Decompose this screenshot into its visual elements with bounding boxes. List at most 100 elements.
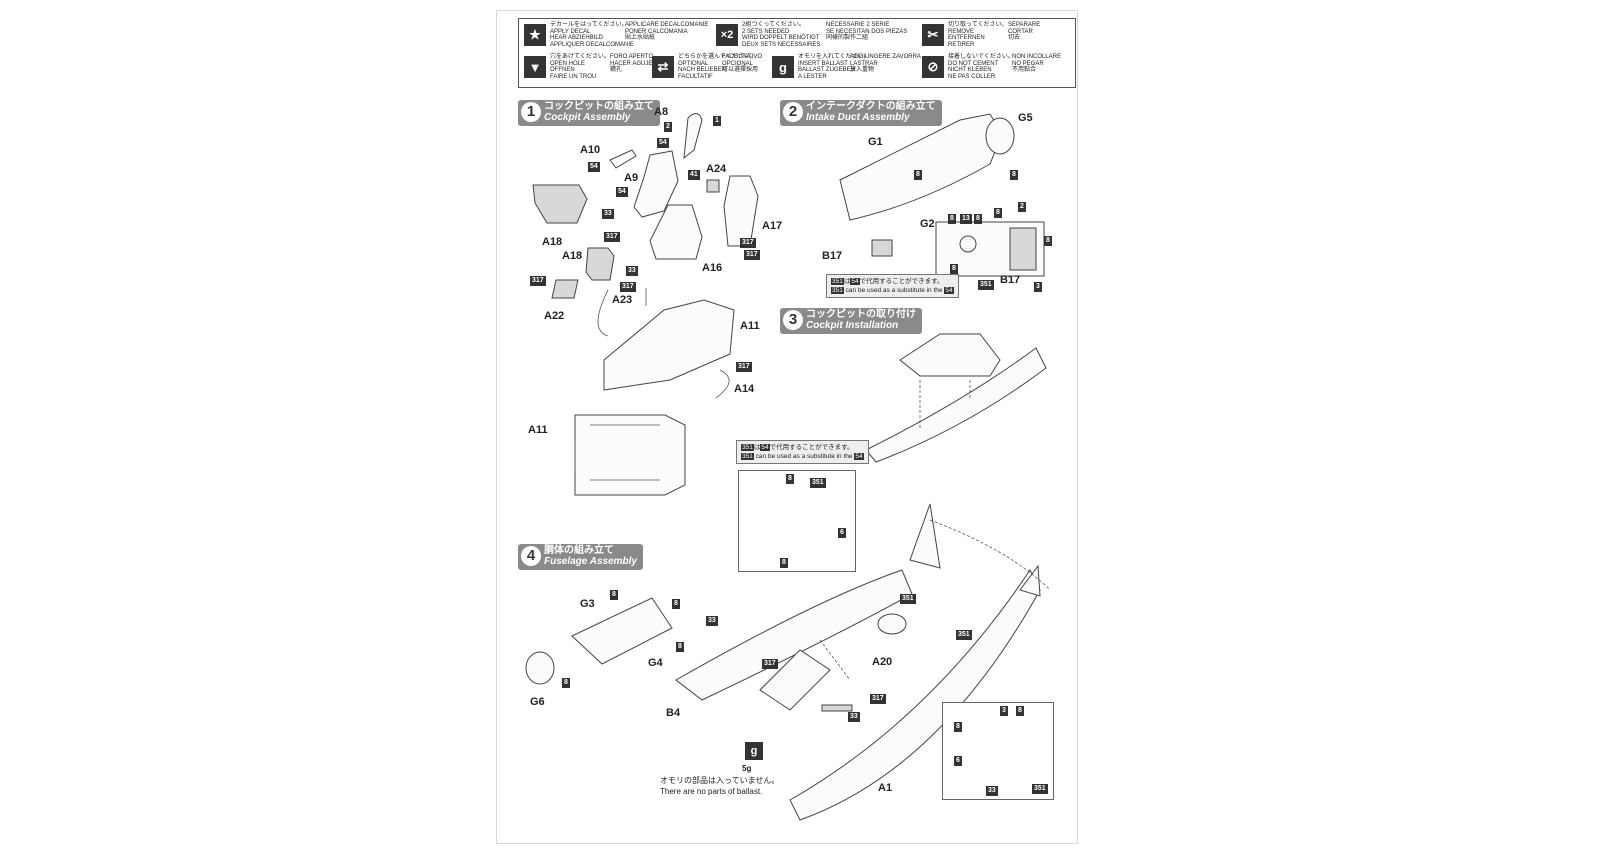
cockpit-detail-inset <box>738 470 856 572</box>
step-number: 4 <box>521 546 541 566</box>
part-label-g1: G1 <box>868 136 883 148</box>
ballast-note-jp: オモリの部品は入っていません。 <box>660 776 780 785</box>
part-number-tag: 8 <box>562 678 570 688</box>
legend-decal-text: デカールをはってください。 APPLY DECAL HEAR ABZIEHBIL… <box>550 22 635 48</box>
part-label-a17: A17 <box>762 220 783 232</box>
part-number-tag: 54 <box>616 187 628 197</box>
part-number-tag: 317 <box>762 659 778 669</box>
part-number-tag: 8 <box>994 208 1002 218</box>
part-number-tag: 317 <box>604 232 620 242</box>
part-number-tag: 33 <box>626 266 638 276</box>
duct-insert-drawing <box>1009 227 1037 271</box>
step-title-jp: コックピットの組み立て <box>544 101 654 112</box>
pilot-a9-drawing <box>633 150 679 218</box>
part-number-tag: 317 <box>620 282 636 292</box>
step-title-en: Cockpit Installation <box>806 320 899 331</box>
fuselage-front-drawing <box>865 347 1047 463</box>
part-number-tag: 351 <box>956 630 972 640</box>
ballast-icon: g <box>745 742 763 760</box>
tail-fin-drawing <box>909 503 941 569</box>
part-number-tag: 351 <box>1032 784 1048 794</box>
legend-decal-text2: APPLICARE DECALCOMANIE PONER CALCOMANIA … <box>625 22 709 42</box>
part-label-b17: B17 <box>822 250 843 262</box>
part-number-tag: 33 <box>986 786 998 796</box>
part-number-tag: 317 <box>736 362 752 372</box>
part-number-tag: 33 <box>706 616 718 626</box>
seatback-a17-drawing <box>723 175 759 247</box>
legend-remove-text: 切り取ってください。 REMOVE ENTFERNEN RETIRER <box>948 22 1008 48</box>
panel-a18b-drawing <box>585 247 615 281</box>
part-number-tag: 41 <box>688 170 700 180</box>
part-number-tag: 8 <box>1016 706 1024 716</box>
part-number-tag: 8 <box>954 722 962 732</box>
part-tag: 351 <box>741 444 754 451</box>
part-label-a22: A22 <box>544 310 565 322</box>
part-number-tag: 8 <box>676 642 684 652</box>
part-tag: 54 <box>944 287 954 294</box>
intake-duct-g1-g2-drawing <box>839 113 1003 221</box>
part-number-tag: 54 <box>588 162 600 172</box>
assembly-guide-lines <box>819 519 1051 681</box>
part-label-g5: G5 <box>1018 112 1033 124</box>
legend-x2-text2: NECESSARIE 2 SERIE SE NECESITAN DOS PIEZ… <box>826 22 908 42</box>
legend-ballast-text2: AGGIUNGERE ZAVORRA LASTRAR 放入重物 <box>850 54 921 74</box>
symbol-legend <box>518 18 1076 88</box>
legend-hole-text2: FORO APERTO HACER AGUJERO 鑽孔 <box>610 54 662 74</box>
part-label-a18b: A18 <box>562 250 583 262</box>
part-label-a14: A14 <box>734 383 755 395</box>
part-tag: 351 <box>831 278 844 285</box>
part-number-tag: 317 <box>870 694 886 704</box>
ballast-weight: 5g <box>742 764 752 773</box>
part-number-tag: 317 <box>530 276 546 286</box>
step-title-en: Cockpit Assembly <box>544 112 631 123</box>
cut-remove-icon: ✂ <box>922 24 944 46</box>
step-number: 2 <box>783 102 803 122</box>
step-title-jp: 胴体の組み立て <box>544 545 614 556</box>
part-number-tag: 6 <box>838 528 846 538</box>
panel-a22-drawing <box>551 279 579 299</box>
step-number: 1 <box>521 102 541 122</box>
part-number-tag: 8 <box>780 558 788 568</box>
part-number-tag: 8 <box>786 474 794 484</box>
part-label-a11b: A11 <box>528 424 548 436</box>
part-number-tag: 8 <box>672 599 680 609</box>
part-label-a1: A1 <box>878 782 893 794</box>
tub-detail-lines <box>574 424 660 481</box>
part-label-a9: A9 <box>624 172 639 184</box>
part-number-tag: 3 <box>1000 706 1008 716</box>
step-3-header: 3 コックピットの取り付け Cockpit Installation <box>780 308 922 334</box>
part-number-tag: 8 <box>1044 236 1052 246</box>
stick-a10-drawing <box>609 149 637 169</box>
step-title-jp: インテークダクトの組み立て <box>806 101 936 112</box>
intake-lip-g6-drawing <box>525 651 555 685</box>
x2-icon: ×2 <box>716 24 738 46</box>
seat-headrest-a8-drawing <box>683 113 703 160</box>
step-title-en: Intake Duct Assembly <box>806 112 910 123</box>
part-b17-drawing <box>871 239 893 257</box>
part-label-g2: G2 <box>920 218 935 230</box>
part-number-tag: 8 <box>948 214 956 224</box>
substitute-note-1: 351は54で代用することができます。 351 can be used as a… <box>826 274 959 298</box>
part-number-tag: 33 <box>602 209 614 219</box>
leader-lines <box>597 288 730 399</box>
note-text: で代用することができます。 <box>859 278 944 285</box>
legend-remove-text2: SEPARARE CORTAR 切去 <box>1008 22 1041 42</box>
part-tag: 54 <box>854 453 864 460</box>
note-text: は <box>843 278 851 285</box>
part-number-tag: 2 <box>664 122 672 132</box>
part-label-a23: A23 <box>612 294 633 306</box>
part-tag: 54 <box>760 444 770 451</box>
part-number-tag: 8 <box>974 214 982 224</box>
part-number-tag: 351 <box>900 594 916 604</box>
intake-g5-drawing <box>985 117 1015 155</box>
cockpit-assembly-drawing <box>759 649 831 711</box>
intake-g3-g4-drawing <box>571 597 673 665</box>
legend-noglue-text2: NON INCOLLARE NO PEGAR 不用黏合 <box>1012 54 1062 74</box>
note-text: で代用することができます。 <box>769 444 854 451</box>
part-label-g4: G4 <box>648 657 663 669</box>
legend-ballast-text: オモリを入れてください。 INSERT BALLAST BALLAST ZUGE… <box>798 54 870 80</box>
part-label-a8: A8 <box>654 106 669 118</box>
part-tag: 351 <box>831 287 844 294</box>
step-title-en: Fuselage Assembly <box>544 556 638 567</box>
